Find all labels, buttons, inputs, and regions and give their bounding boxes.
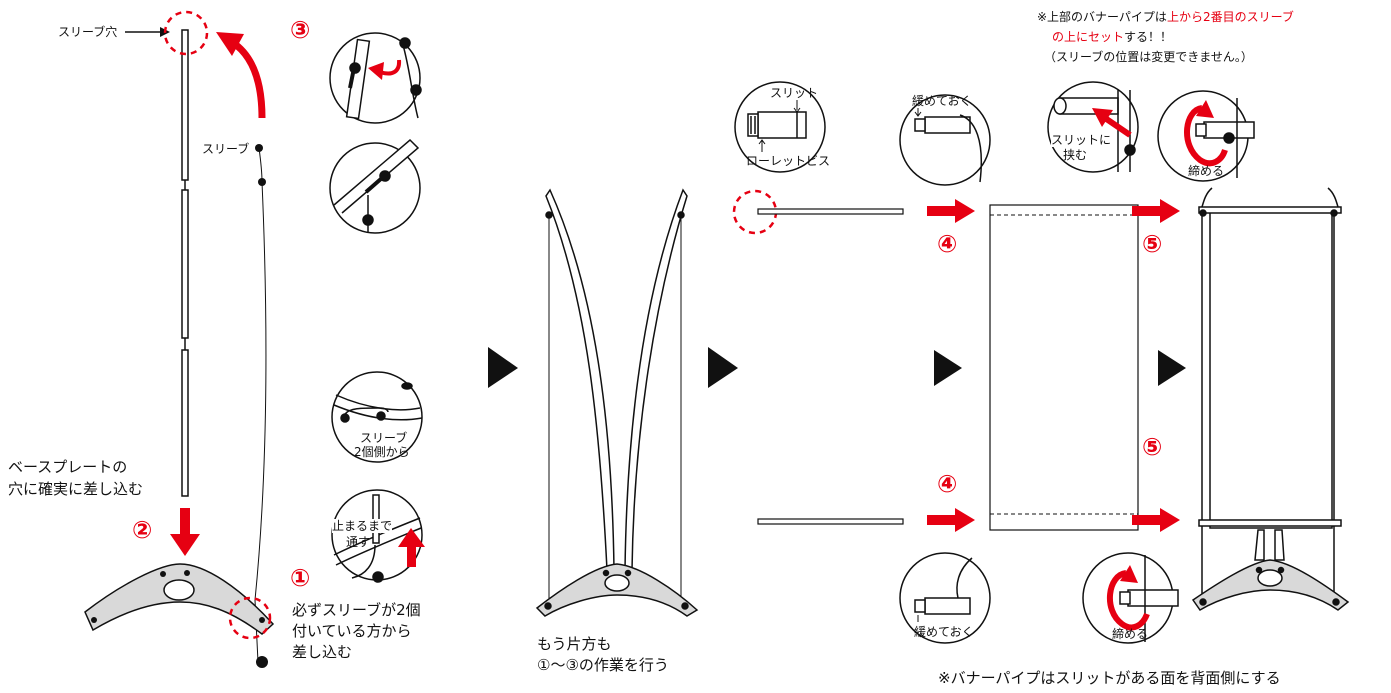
label-loosen-top: 緩めておく bbox=[912, 94, 972, 108]
right-arrow-4a bbox=[927, 199, 975, 223]
detail-circle-slit bbox=[734, 81, 826, 173]
banner-pipe-top bbox=[757, 208, 904, 215]
label-tighten-top: 締める bbox=[1188, 164, 1225, 178]
label-must-sleeve-2: 付いている方から bbox=[292, 622, 412, 640]
pole-stack bbox=[181, 29, 189, 497]
step-4-top: ④ bbox=[937, 230, 958, 258]
rotate-arrow-bottom bbox=[1106, 570, 1150, 631]
label-sleeve: スリーブ bbox=[202, 142, 250, 156]
right-arrow-4b bbox=[927, 508, 975, 532]
step-4-bottom: ④ bbox=[937, 470, 958, 498]
note-top-line3: （スリーブの位置は変更できません。） bbox=[1044, 50, 1253, 64]
stop-up-arrow bbox=[398, 528, 425, 567]
label-knurl: ローレットビス bbox=[746, 154, 831, 168]
detail-circle-loosen-bottom bbox=[899, 552, 991, 644]
label-sleeve-two-2: 2個側から bbox=[354, 445, 410, 459]
banner-sheet bbox=[989, 204, 1139, 531]
red-hook-arrow-head bbox=[368, 62, 384, 80]
frame-final bbox=[1191, 187, 1350, 612]
curved-arrow-up-head bbox=[216, 32, 244, 56]
detail-circle-tighten-top bbox=[1157, 90, 1255, 182]
play-arrow-2 bbox=[708, 347, 738, 388]
label-must-sleeve-1: 必ずスリーブが2個 bbox=[292, 601, 421, 619]
play-arrow-1 bbox=[488, 347, 518, 388]
sleeve-rod bbox=[254, 144, 268, 668]
label-must-sleeve-3: 差し込む bbox=[292, 643, 353, 661]
rotate-arrow-bottom-head bbox=[1120, 565, 1138, 583]
label-slit: スリット bbox=[770, 86, 819, 100]
sleeve-hole-pointer bbox=[125, 10, 209, 56]
label-until-stop-1: 止まるまで bbox=[332, 519, 393, 533]
play-arrow-4 bbox=[1158, 350, 1186, 386]
step-5-top: ⑤ bbox=[1142, 230, 1163, 258]
rotate-arrow-top-head bbox=[1196, 100, 1214, 118]
label-sleeve-two-1: スリーブ bbox=[360, 431, 408, 445]
label-base-plate-1: ベースプレートの bbox=[8, 458, 128, 476]
detail-circle-sleeve-two bbox=[331, 371, 423, 463]
right-arrow-5b bbox=[1132, 508, 1180, 532]
step-2: ② bbox=[132, 516, 153, 544]
curved-arrow-up bbox=[229, 39, 266, 119]
right-arrow-5a bbox=[1132, 199, 1180, 223]
down-arrow bbox=[170, 508, 200, 556]
label-other-side-1: もう片方も bbox=[537, 635, 612, 653]
step-5-middle: ⑤ bbox=[1142, 433, 1163, 461]
detail-circle-slit-clip bbox=[1047, 81, 1139, 173]
red-hook-arrow bbox=[379, 59, 402, 76]
label-slit-clip-1: スリットに bbox=[1051, 133, 1112, 147]
label-loosen-bottom: 緩めておく bbox=[914, 625, 974, 639]
label-other-side-2: ①～③の作業を行う bbox=[537, 656, 669, 674]
rotate-arrow-top bbox=[1184, 105, 1228, 167]
banner-pipe-bottom bbox=[757, 518, 904, 525]
note-bottom: ※バナーパイプはスリットがある面を背面側にする bbox=[938, 669, 1281, 687]
detail-circle-loosen-top bbox=[899, 94, 991, 186]
label-tighten-bottom: 締める bbox=[1112, 627, 1149, 641]
step-3: ③ bbox=[290, 16, 311, 44]
label-slit-clip-2: 挟む bbox=[1063, 148, 1088, 162]
label-until-stop-2: 通す bbox=[346, 535, 371, 549]
note-top-line2: の上にセットする！！ bbox=[1052, 30, 1173, 44]
label-sleeve-hole: スリーブ穴 bbox=[58, 25, 118, 39]
detail-circle-3a bbox=[329, 32, 422, 124]
step-1: ① bbox=[290, 564, 311, 592]
detail-circle-tighten-bottom bbox=[1082, 552, 1179, 644]
detail-circle-3b bbox=[329, 138, 421, 234]
red-diag-arrow bbox=[1092, 108, 1132, 138]
label-base-plate-2: 穴に確実に差し込む bbox=[8, 480, 144, 498]
base-plate-1 bbox=[84, 563, 275, 640]
frame-assembled bbox=[535, 188, 699, 617]
note-top-line1: ※上部のバナーパイプは上から2番目のスリーブ bbox=[1037, 10, 1294, 24]
play-arrow-3 bbox=[934, 350, 962, 386]
